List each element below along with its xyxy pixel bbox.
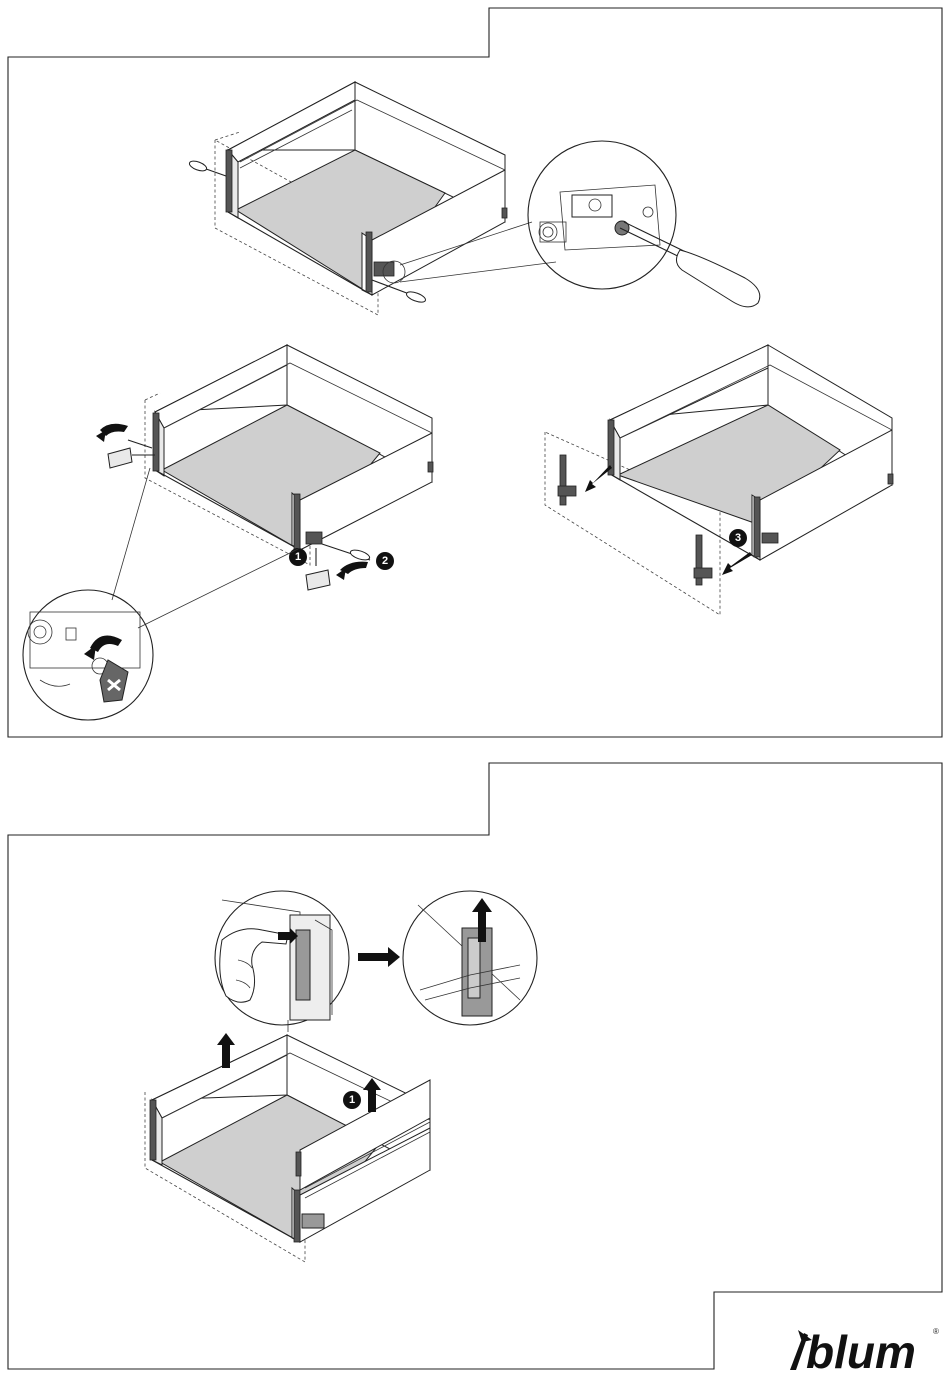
detail-zoom-finger — [215, 891, 349, 1025]
brand-logo: blum ® — [790, 1326, 939, 1378]
drawer-illustration-1 — [188, 82, 556, 315]
next-arrow — [358, 947, 400, 967]
registered-mark: ® — [933, 1327, 939, 1336]
step-badge-1-text: 1 — [295, 551, 301, 563]
drawer-illustration-4: 1 — [145, 1033, 430, 1262]
detail-zoom-screw — [528, 141, 760, 307]
drawer-illustration-3: 3 — [545, 345, 893, 615]
detail-zoom-lift — [403, 891, 537, 1025]
step-badge-4-text: 1 — [349, 1094, 355, 1106]
step-badge-3-text: 3 — [735, 532, 741, 544]
drawer-illustration-2: 1 2 — [96, 345, 433, 628]
brand-logo-text: blum — [806, 1326, 916, 1378]
bottom-panel-frame — [8, 763, 942, 1369]
detail-zoom-lever — [23, 590, 153, 720]
step-badge-2-text: 2 — [382, 555, 388, 567]
